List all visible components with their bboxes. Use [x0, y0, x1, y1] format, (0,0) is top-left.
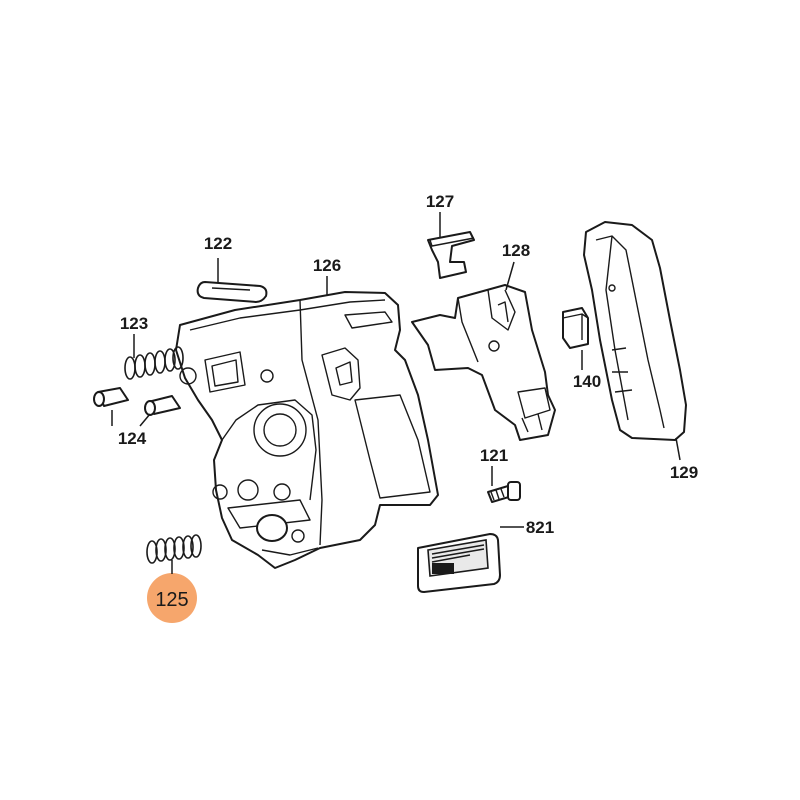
callout-121: 121: [480, 446, 508, 465]
callout-128: 128: [502, 241, 530, 260]
part-121-screw[interactable]: [487, 481, 521, 503]
part-124-plugs[interactable]: [93, 387, 181, 416]
callout-123: 123: [120, 314, 148, 333]
part-125-spring[interactable]: [146, 534, 202, 564]
leader-lines: [111, 212, 681, 528]
callout-125: 125: [155, 589, 188, 611]
part-821-label[interactable]: [417, 533, 501, 593]
part-126-housing[interactable]: [175, 291, 439, 569]
callout-127: 127: [426, 192, 454, 211]
callout-129: 129: [670, 463, 698, 482]
part-122-pin[interactable]: [196, 281, 268, 303]
callout-labels: 121 122 123 124 125 126 127 128 129 140 …: [118, 192, 698, 623]
callout-125-highlight-circle: [147, 573, 197, 623]
callout-126: 126: [313, 256, 341, 275]
part-129-handle-cover[interactable]: [583, 221, 687, 441]
callout-122: 122: [204, 234, 232, 253]
callout-821: 821: [526, 518, 554, 537]
part-123-spring[interactable]: [124, 346, 184, 380]
callout-124: 124: [118, 429, 147, 448]
part-140-block[interactable]: [562, 307, 589, 349]
part-127-clip[interactable]: [427, 231, 475, 279]
callout-140: 140: [573, 372, 601, 391]
part-128-switch[interactable]: [411, 284, 556, 441]
